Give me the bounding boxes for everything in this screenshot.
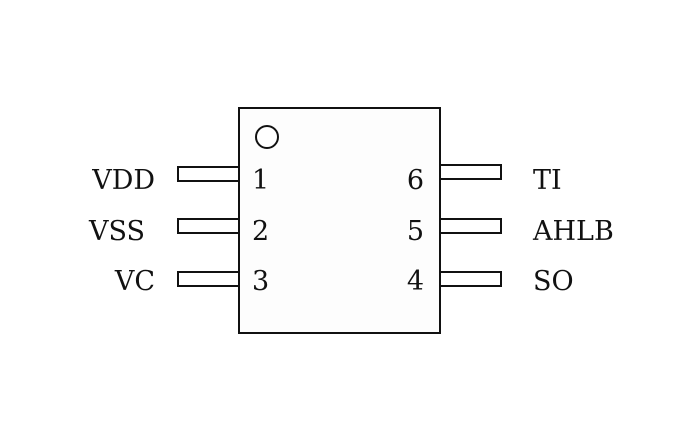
pin-name-6: TI [533, 165, 562, 196]
pin-lead-4 [439, 271, 502, 287]
pin-name-3: VC [114, 266, 155, 297]
pin1-indicator-dot [255, 125, 279, 149]
pin-name-4: SO [533, 266, 574, 297]
pin-lead-3 [177, 271, 240, 287]
pin-lead-1 [177, 166, 240, 182]
pin-lead-2 [177, 218, 240, 234]
pin-name-1: VDD [91, 165, 155, 196]
pin-number-3: 3 [252, 266, 269, 297]
pin-number-4: 4 [407, 266, 424, 297]
pin-name-2: VSS [88, 216, 145, 247]
pin-lead-5 [439, 218, 502, 234]
pin-number-6: 6 [407, 165, 424, 196]
pin-number-2: 2 [252, 216, 269, 247]
pin-number-1: 1 [252, 165, 269, 196]
pin-number-5: 5 [407, 216, 424, 247]
pin-name-5: AHLB [532, 216, 614, 247]
pin-lead-6 [439, 164, 502, 180]
